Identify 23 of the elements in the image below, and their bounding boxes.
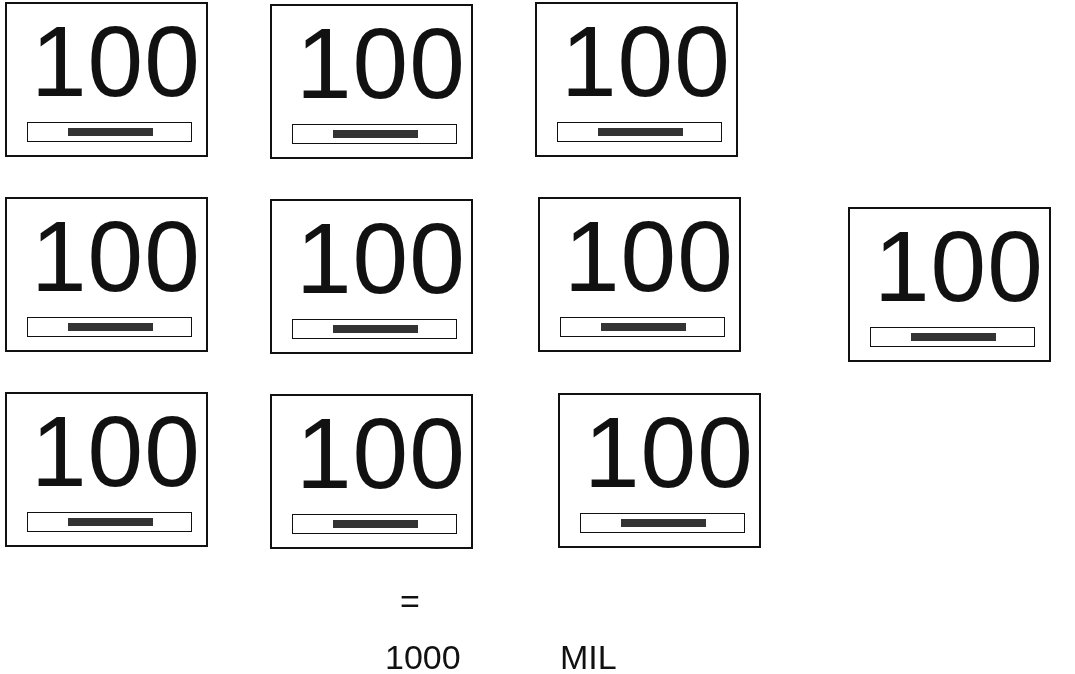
denomination-number: 100 xyxy=(296,205,466,311)
banknote-card xyxy=(5,2,208,157)
banknote-card xyxy=(270,4,473,159)
total-number: 1000 xyxy=(385,638,461,674)
denomination-number: 100 xyxy=(874,213,1044,319)
banknote-card xyxy=(538,197,741,352)
banknote-card xyxy=(5,197,208,352)
total-word: MIL xyxy=(560,638,617,674)
banknote-card xyxy=(535,2,738,157)
denomination-number: 100 xyxy=(564,203,734,309)
banknote-card xyxy=(5,392,208,547)
denomination-number: 100 xyxy=(561,8,731,114)
banknote-card xyxy=(848,207,1051,362)
equals-sign: = xyxy=(400,582,420,621)
denomination-number: 100 xyxy=(31,203,201,309)
denomination-number: 100 xyxy=(31,398,201,504)
denomination-number: 100 xyxy=(31,8,201,114)
banknote-card xyxy=(558,393,761,548)
banknote-card xyxy=(270,199,473,354)
banknote-card xyxy=(270,394,473,549)
denomination-number: 100 xyxy=(296,400,466,506)
denomination-number: 100 xyxy=(296,10,466,116)
denomination-number: 100 xyxy=(584,399,754,505)
